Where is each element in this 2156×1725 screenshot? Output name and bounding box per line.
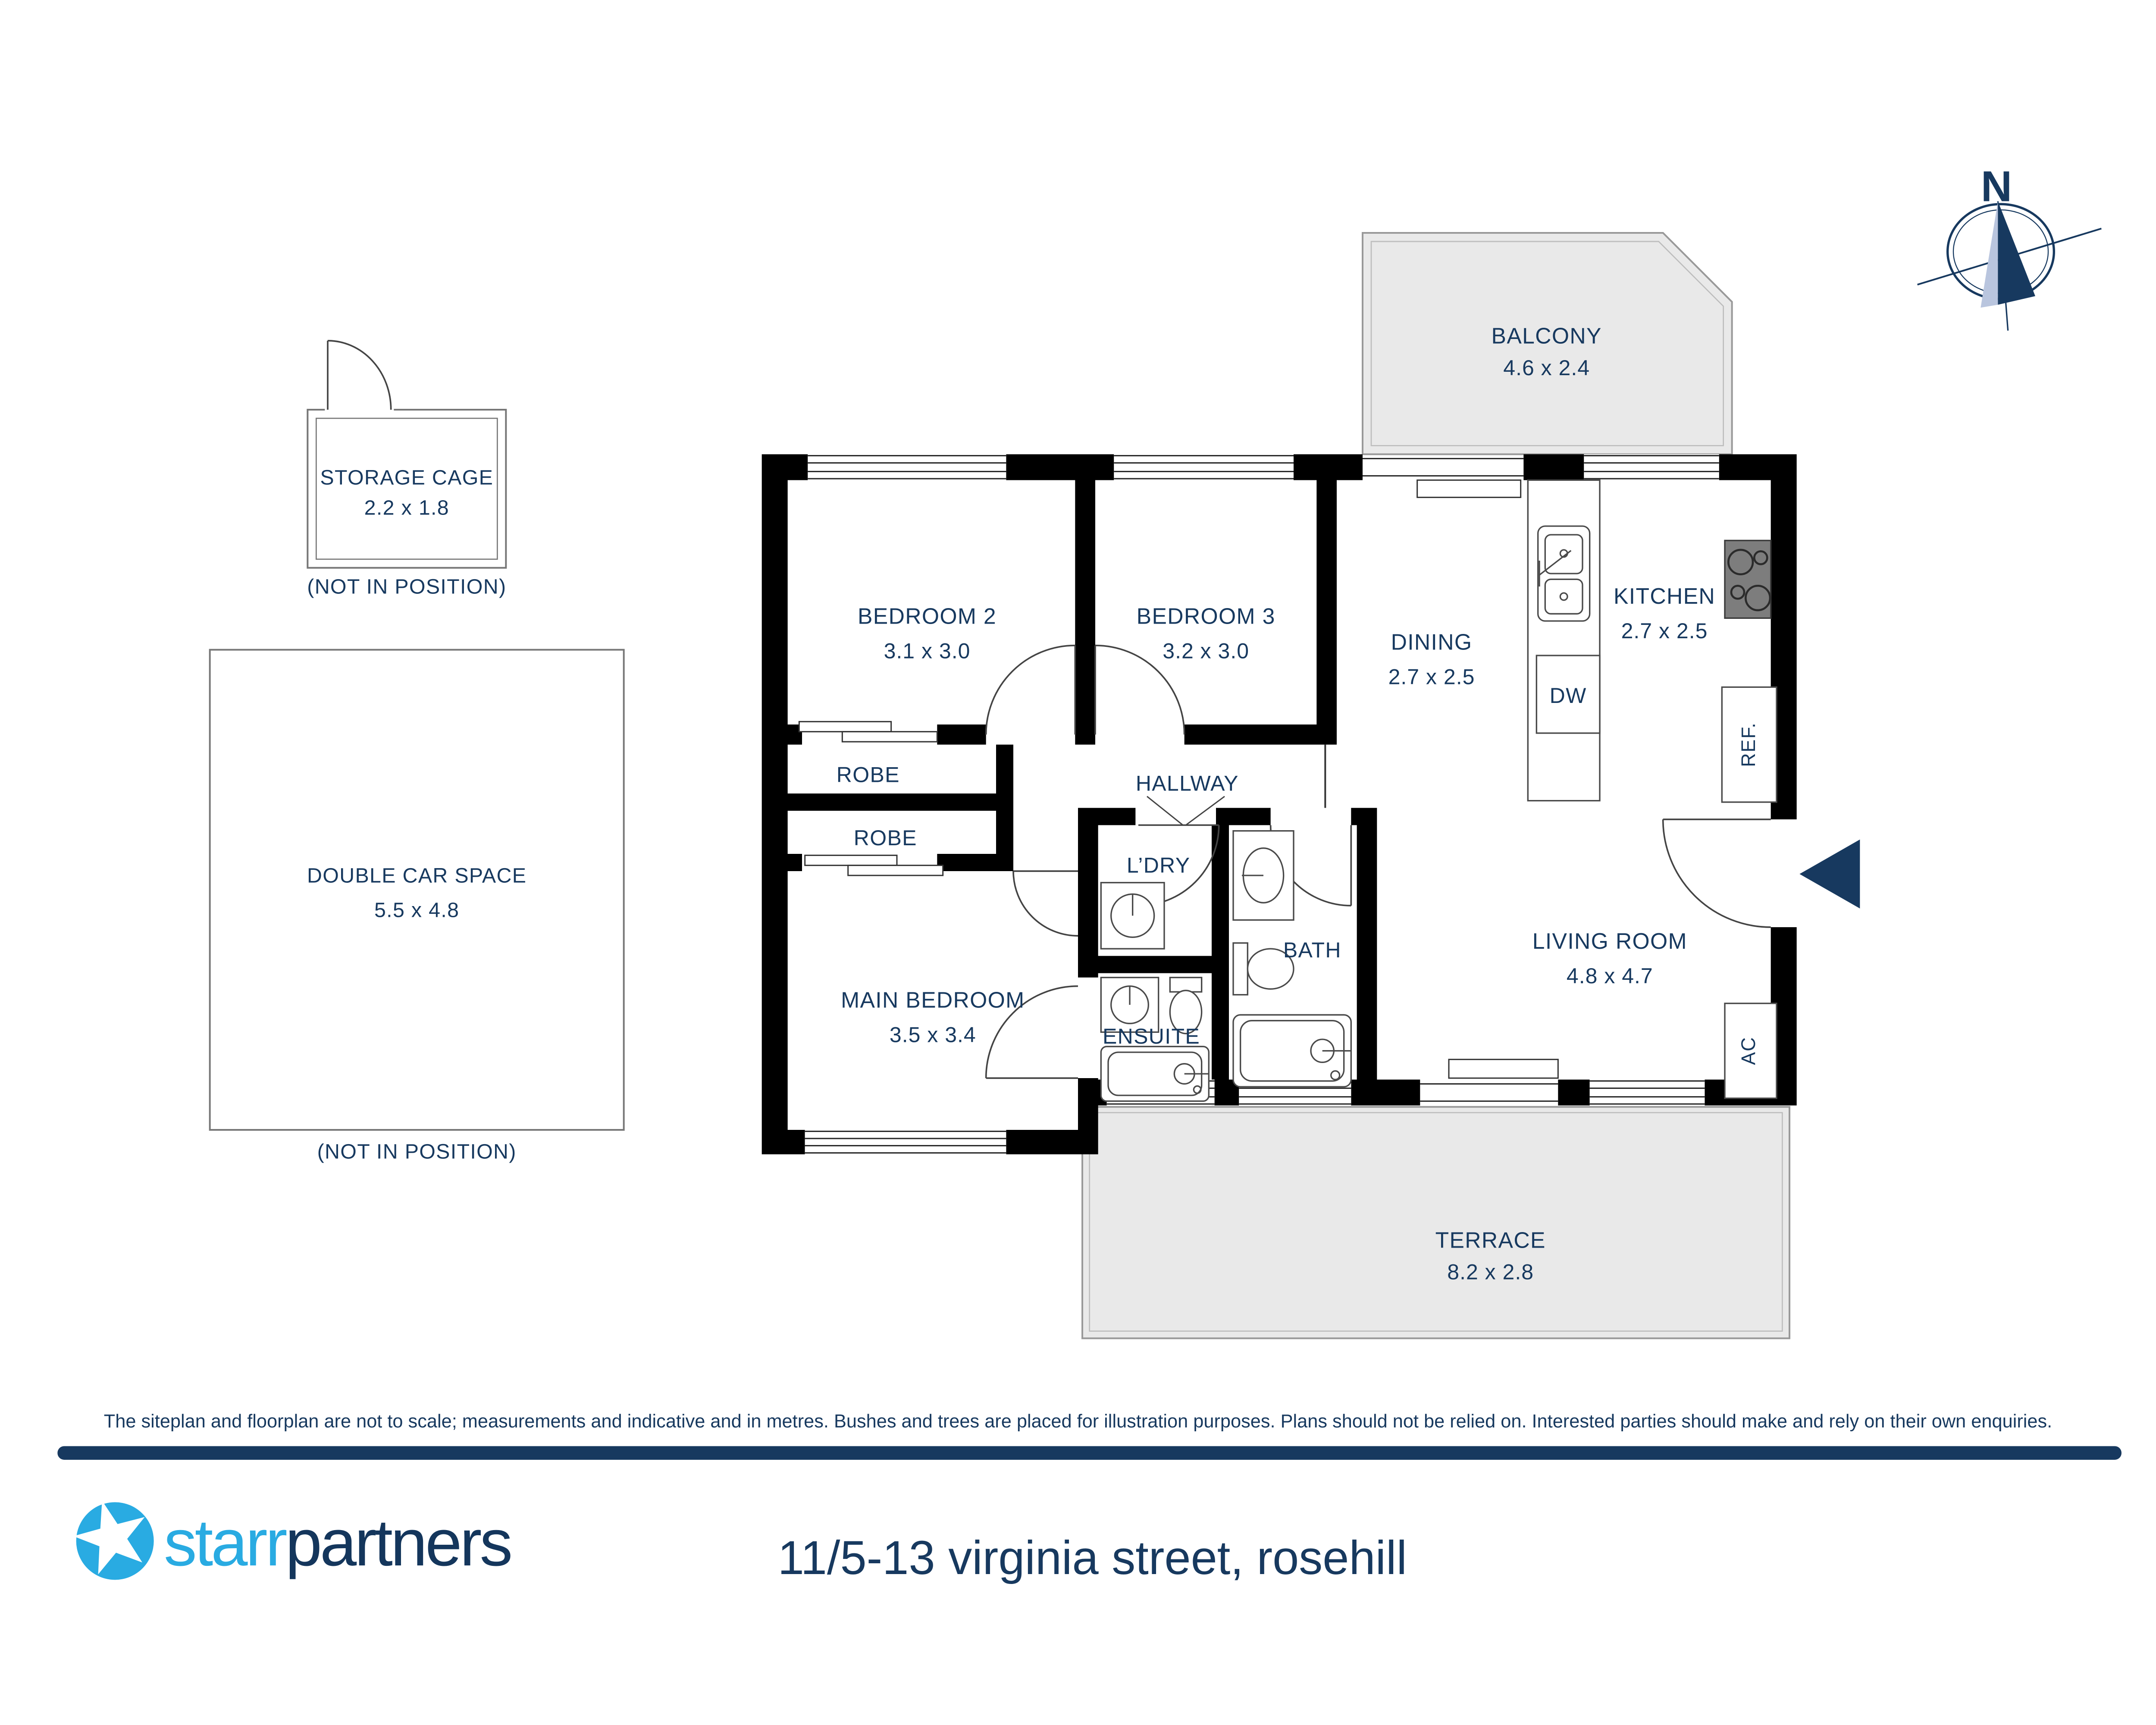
ensuite-label: ENSUITE — [1103, 1024, 1200, 1048]
logo-part1: starr — [164, 1506, 287, 1580]
logo-wordmark: starrpartners — [164, 1506, 511, 1580]
car-space-label: DOUBLE CAR SPACE — [307, 864, 526, 888]
door-entry — [1662, 819, 1771, 928]
compass-needle-light — [1981, 201, 1998, 308]
storage-note: (NOT IN POSITION) — [307, 575, 506, 599]
door-ensuite — [985, 985, 1078, 1079]
footer-divider-bar — [57, 1446, 2122, 1460]
bath-vanity-icon — [1232, 830, 1294, 921]
car-space-outline — [209, 649, 625, 1131]
door-bedroom2 — [985, 644, 1076, 735]
storage-cage-inner-outline — [316, 417, 498, 560]
window-bedroom2 — [808, 454, 1006, 480]
main-bedroom-label: MAIN BEDROOM — [841, 988, 1025, 1013]
compass-needle-dark — [1998, 201, 2035, 305]
balcony-sliding-door — [1363, 458, 1524, 498]
robe-sliding-doors-upper — [798, 721, 938, 743]
walls — [761, 454, 1797, 1154]
bathtub-icon — [1232, 1014, 1352, 1088]
fridge-label: REF. — [1737, 722, 1759, 767]
storage-door-opening — [325, 407, 394, 413]
storage-door-icon — [327, 340, 392, 410]
bedroom3-label: BEDROOM 3 — [1137, 604, 1275, 629]
door-bedroom3 — [1094, 644, 1185, 735]
terrace-dims: 8.2 x 2.8 — [1447, 1260, 1534, 1284]
dining-label: DINING — [1391, 630, 1473, 655]
entry-arrow-icon — [1799, 839, 1860, 909]
dishwasher: DW — [1536, 655, 1601, 734]
robe-sliding-doors-lower — [804, 854, 944, 876]
bedroom3-dims: 3.2 x 3.0 — [1163, 639, 1249, 663]
bath-label: BATH — [1283, 938, 1341, 962]
laundry-label: L’DRY — [1127, 853, 1191, 877]
compass-north-letter: N — [1981, 163, 2012, 211]
window-kitchen — [1584, 454, 1719, 480]
storage-cage-outline — [307, 409, 507, 569]
fridge-space: REF. — [1721, 686, 1777, 803]
storage-cage: STORAGE CAGE 2.2 x 1.8 (NOT IN POSITION) — [307, 340, 507, 599]
car-space-dims: 5.5 x 4.8 — [374, 899, 459, 922]
terrace-area — [1081, 1106, 1790, 1339]
living-label: LIVING ROOM — [1532, 928, 1687, 953]
robe-upper-label: ROBE — [837, 762, 900, 787]
door-main-bedroom — [1012, 870, 1078, 937]
main-bedroom-dims: 3.5 x 3.4 — [890, 1023, 976, 1047]
aircon-unit: AC — [1724, 1003, 1777, 1099]
address-title: 11/5-13 virginia street, rosehill — [778, 1531, 1407, 1584]
double-car-space: DOUBLE CAR SPACE 5.5 x 4.8 (NOT IN POSIT… — [209, 649, 625, 1164]
ensuite-vanity-icon — [1100, 977, 1159, 1033]
terrace-area-inner — [1089, 1112, 1783, 1332]
disclaimer-text: The siteplan and floorplan are not to sc… — [104, 1411, 2052, 1432]
terrace: TERRACE 8.2 x 2.8 — [1081, 1106, 1790, 1339]
kitchen-label: KITCHEN — [1614, 583, 1715, 608]
window-bedroom3 — [1114, 454, 1294, 480]
bedroom2-dims: 3.1 x 3.0 — [884, 639, 971, 663]
living-sliding-door — [1420, 1059, 1559, 1102]
balcony-label: BALCONY — [1492, 323, 1602, 348]
kitchen-dims: 2.7 x 2.5 — [1621, 619, 1708, 643]
stove-icon — [1724, 539, 1772, 619]
compass: N — [1917, 163, 2102, 331]
starr-partners-logo: starrpartners — [73, 1500, 513, 1580]
balcony-dims: 4.6 x 2.4 — [1503, 356, 1590, 380]
bedroom2-label: BEDROOM 2 — [858, 604, 997, 629]
living-dims: 4.8 x 4.7 — [1567, 964, 1653, 988]
hallway-pointer-left — [1147, 796, 1184, 826]
washing-machine-icon — [1100, 882, 1165, 950]
hallway-callout: HALLWAY — [1136, 771, 1239, 826]
aircon-label: AC — [1737, 1037, 1759, 1065]
logo-star-shape — [73, 1500, 145, 1574]
hallway-pointer-right — [1185, 796, 1225, 826]
window-main-bedroom — [805, 1130, 1006, 1154]
window-living — [1589, 1079, 1705, 1106]
bath-toilet-icon — [1232, 942, 1294, 996]
robe-lower-label: ROBE — [854, 826, 917, 850]
balcony: BALCONY 4.6 x 2.4 — [1362, 232, 1733, 455]
logo-part2: partners — [285, 1506, 511, 1580]
ensuite-bathtub-icon — [1100, 1046, 1210, 1102]
car-space-note: (NOT IN POSITION) — [317, 1140, 517, 1164]
dining-dims: 2.7 x 2.5 — [1388, 665, 1475, 689]
balcony-area — [1362, 232, 1733, 455]
balcony-area-inner — [1370, 241, 1724, 446]
ensuite-toilet-icon — [1169, 977, 1203, 1035]
dishwasher-label: DW — [1550, 684, 1587, 708]
terrace-label: TERRACE — [1435, 1227, 1546, 1252]
hallway-label: HALLWAY — [1136, 771, 1239, 795]
kitchen-sink-icon — [1537, 525, 1591, 622]
storage-label: STORAGE CAGE — [320, 466, 493, 489]
storage-dims: 2.2 x 1.8 — [364, 496, 449, 519]
